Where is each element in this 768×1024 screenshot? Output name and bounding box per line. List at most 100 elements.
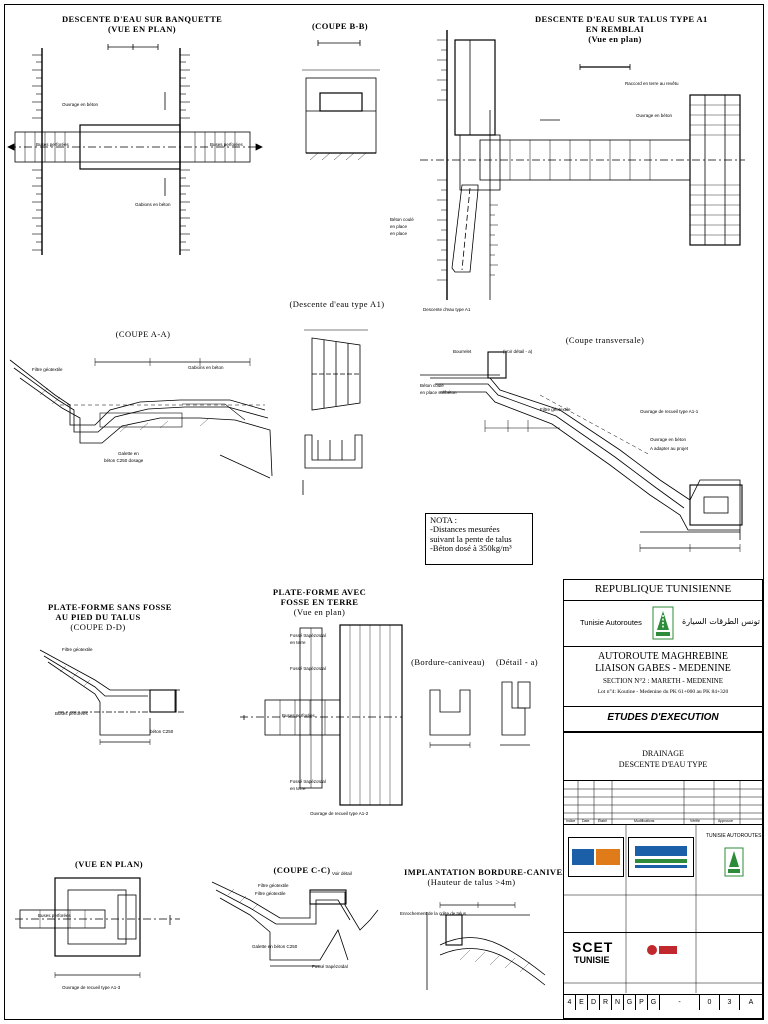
- view-coupe-bb: [302, 40, 380, 161]
- tb-subject-row: DRAINAGE DESCENTE D'EAU TYPE: [564, 732, 762, 780]
- view-banquette-plan: [7, 44, 263, 255]
- label-descente-a1: Descente d'eau type A1: [423, 307, 471, 312]
- title-detail-a: (Détail - a): [495, 657, 539, 667]
- title-plateforme-avec-fosse: PLATE-FORME AVEC FOSSE EN TERRE (Vue en …: [272, 587, 367, 617]
- label-fosse-trap-3: Fossé trapézoïdal: [290, 779, 326, 784]
- title-block: REPUBLIQUE TUNISIENNE Tunisie Autoroutes…: [563, 579, 763, 1019]
- title-coupe-transversale: (Coupe transversale): [565, 335, 645, 345]
- view-coupe-aa: [9, 358, 273, 479]
- nota-title: NOTA :: [430, 515, 457, 525]
- tb-project-row: AUTOROUTE MAGHREBINE LIAISON GABES - MED…: [564, 646, 762, 706]
- title-coupe-cc: (COUPE C-C): [273, 865, 331, 875]
- rev-col-verifie: Vérifié: [690, 819, 700, 823]
- scet-logo-text: SCET: [572, 939, 614, 955]
- label-ouvrage-beton: Ouvrage en béton: [62, 102, 99, 107]
- tb-revision-grid: Indice Date Établi Modifications Vérifié…: [564, 780, 762, 825]
- code-cell-10: 3: [720, 995, 740, 1010]
- label-geotextile-vp: Filtre géotextile: [255, 891, 286, 896]
- rev-col-approuve: Approuvé: [718, 819, 733, 823]
- title-plateforme-sans-fosse: PLATE-FORME SANS FOSSE AU PIED DU TALUS …: [48, 602, 172, 632]
- tb-scet-row: SCET TUNISIE: [564, 932, 762, 993]
- label-geotextile-aa: Filtre géotextile: [32, 367, 63, 372]
- tb-project-l2: LIAISON GABES - MEDENINE: [595, 663, 731, 674]
- code-cell-2: D: [588, 995, 600, 1010]
- consultant-logo-middle: [628, 837, 694, 877]
- title-coupe-aa: (COUPE A-A): [115, 329, 171, 339]
- label-beton-c250: béton C250: [150, 729, 174, 734]
- code-cell-9: 0: [700, 995, 720, 1010]
- title-descente-type-a1: (Descente d'eau type A1): [289, 299, 385, 309]
- view-coupe-transversale: [420, 351, 743, 552]
- tb-lot: Lot n°4: Koutine - Medenine du PK 61+000…: [597, 689, 729, 695]
- view-coupe-cc: [211, 881, 379, 967]
- label-galette-cc: Galette en béton C250: [252, 944, 298, 949]
- label-voir-detail: (Voir détail - a): [503, 349, 533, 354]
- label-enrochement: Enrochement de la crête de talus: [400, 911, 467, 916]
- view-descente-type-a1: [302, 329, 368, 495]
- code-cell-5: G: [624, 995, 636, 1010]
- label-en-terre-2: en terre: [290, 786, 306, 791]
- label-en-place: en place: [390, 224, 408, 229]
- rev-col-modifications: Modifications: [634, 819, 655, 823]
- view-plateforme-sans-fosse: [39, 649, 185, 745]
- label-beton-coule: Béton coulé: [390, 217, 414, 222]
- label-fosse-trap-2: Fossé trapézoïdal: [290, 666, 326, 671]
- label-voir-detail-2: Voir détail: [332, 871, 352, 876]
- label-raccord-terre: Raccord en terre au revêtu: [625, 81, 679, 86]
- tb-country: REPUBLIQUE TUNISIENNE: [594, 583, 732, 595]
- code-cell-8: -: [660, 995, 700, 1010]
- label-ouvrage-a1: Ouvrage en béton: [636, 113, 673, 118]
- title-vue-en-plan: (VUE EN PLAN): [75, 859, 144, 869]
- tb-code-row: 4 E D R N G P G - 0 3 A: [564, 994, 762, 1010]
- partner-logo: [646, 941, 678, 959]
- code-cell-3: R: [600, 995, 612, 1010]
- label-en-terre-1: en terre: [290, 640, 306, 645]
- rev-col-indice: Indice: [566, 819, 576, 823]
- tb-consultants-row: TUNISIE AUTOROUTES: [564, 824, 762, 933]
- view-talus-plan: [420, 30, 745, 300]
- label-buses-perf-pf: Buses perforées: [55, 711, 88, 716]
- label-fosse-trap-cc: Fossé trapézoïdal: [312, 964, 348, 969]
- tb-agency-ar: تونس الطرقات السيارة: [682, 617, 761, 626]
- label-beton-coule-2: Béton coulé: [420, 383, 444, 388]
- tb-agency-fr: Tunisie Autoroutes: [580, 618, 642, 627]
- label-a-adapter: A adapter au projet: [650, 446, 689, 451]
- title-descente-talus: DESCENTE D'EAU SUR TALUS TYPE A1 EN REMB…: [535, 14, 708, 44]
- title-implantation: IMPLANTATION BORDURE-CANIVEAU (Hauteur d…: [404, 867, 576, 887]
- label-buses-perforees-right: Buses perforées: [210, 142, 243, 147]
- label-ouvrage-a12: Ouvrage de recueil type A1-2: [310, 811, 369, 816]
- code-cell-4: N: [612, 995, 624, 1010]
- view-detail-a: [500, 681, 531, 746]
- drawing-frame: [4, 4, 764, 1020]
- label-ouvrage-a13: Ouvrage de recueil type A1-3: [62, 985, 121, 990]
- label-galette: Galette en: [118, 451, 139, 456]
- nota-line-3: -Béton dosé à 350kg/m³: [430, 543, 512, 554]
- tb-agency-row: Tunisie Autoroutes تونس الطرقات السيارة: [564, 600, 762, 646]
- label-geotextile-cc: Filtre géotextile: [258, 883, 289, 888]
- label-en-place-sol: en place sol/béton: [420, 390, 457, 395]
- title-coupe-bb: (COUPE B-B): [311, 21, 369, 31]
- view-vue-en-plan-a13: [15, 877, 180, 978]
- tb-section: SECTION N°2 : MARETH - MEDENINE: [602, 677, 724, 685]
- label-gabions-beton: Gabions en béton: [188, 365, 224, 370]
- code-cell-6: P: [636, 995, 648, 1010]
- code-cell-1: E: [576, 995, 588, 1010]
- view-plateforme-avec-fosse: [240, 624, 403, 806]
- tb-phase: ETUDES D'EXECUTION: [607, 712, 719, 723]
- tunisie-autoroutes-logo: [652, 606, 674, 640]
- code-cell-0: 4: [564, 995, 576, 1010]
- tb-subject-l1: DRAINAGE: [642, 749, 684, 758]
- label-geotextile-ct: Filtre géotextile: [540, 407, 571, 412]
- studi-logo: [568, 837, 624, 877]
- label-bourrelet: Bourrelet: [453, 349, 472, 354]
- tb-phase-row: ETUDES D'EXECUTION: [564, 706, 762, 732]
- label-ouvrage-beton-2: Ouvrage en béton: [650, 437, 687, 442]
- title-descente-banquette: DESCENTE D'EAU SUR BANQUETTE (VUE EN PLA…: [62, 14, 223, 34]
- view-implantation: [426, 902, 546, 990]
- tb-client-right: TUNISIE AUTOROUTES: [706, 833, 762, 839]
- label-buses-perforees-left: Buses perforées: [36, 142, 69, 147]
- label-gabions: Gabions en béton: [135, 202, 171, 207]
- tb-subject-l2: DESCENTE D'EAU TYPE: [618, 760, 708, 769]
- label-beton-dose: béton C250 dosage: [104, 458, 144, 463]
- view-bordure-caniveau: [429, 689, 471, 748]
